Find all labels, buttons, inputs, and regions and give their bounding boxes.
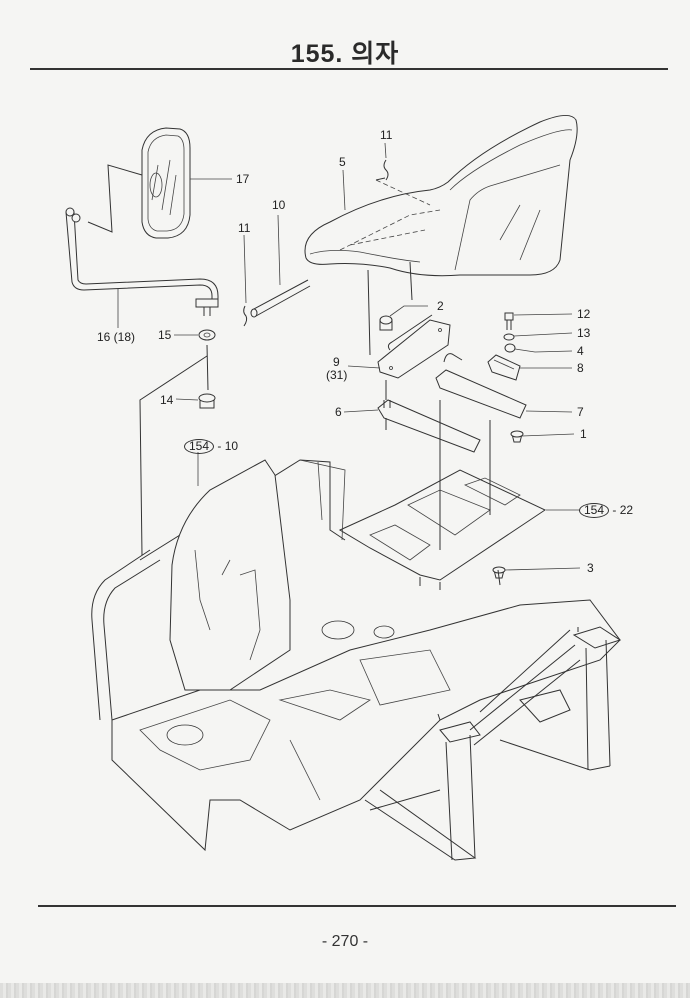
part-3-nut	[492, 566, 506, 579]
header-rule	[30, 68, 668, 70]
scan-edge	[0, 983, 690, 998]
callout-3: 3	[587, 561, 594, 575]
callout-11-top: 11	[380, 128, 393, 142]
part-2-nut	[379, 315, 393, 331]
part-15-washer	[198, 329, 216, 341]
callout-14: 14	[160, 393, 174, 407]
reference-154-22: 154 - 22	[579, 503, 633, 518]
part-16-mirror-stay	[65, 207, 219, 316]
reference-circle: 154	[579, 503, 610, 518]
callout-9: 9	[333, 355, 340, 369]
part-4-collar	[504, 343, 516, 353]
part-5-seat	[304, 115, 578, 277]
callout-17: 17	[236, 172, 250, 186]
part-1-nut	[510, 430, 524, 443]
callout-6: 6	[335, 405, 342, 419]
callout-7: 7	[577, 405, 584, 419]
callout-2: 2	[437, 299, 444, 313]
part-13-washer	[503, 333, 515, 341]
reference-suffix: - 10	[217, 439, 239, 453]
callout-1: 1	[580, 427, 587, 441]
reference-154-10: 154 - 10	[184, 439, 238, 454]
leader-lines	[117, 142, 581, 571]
seat-base-plate	[338, 469, 547, 590]
footer-rule	[38, 905, 676, 907]
part-7-seat-rail	[435, 353, 527, 419]
part-17-mirror	[87, 127, 191, 239]
part-14-nut	[198, 393, 216, 409]
page-number: - 270 -	[321, 933, 369, 950]
callout-16-18: 16 (18)	[97, 330, 136, 344]
part-6-seat-rail	[377, 399, 481, 453]
callout-8: 8	[577, 361, 584, 375]
part-10-pin	[250, 279, 311, 318]
reference-suffix: - 22	[612, 503, 634, 517]
part-11-clip-left	[243, 305, 248, 327]
callout-10: 10	[272, 198, 286, 212]
callout-15: 15	[158, 328, 172, 342]
callout-13: 13	[577, 326, 591, 340]
callout-12: 12	[577, 307, 591, 321]
part-8-lever	[487, 354, 521, 381]
callout-31: (31)	[326, 368, 348, 382]
reference-circle: 154	[184, 439, 215, 454]
part-11-clip-top	[383, 159, 389, 181]
part-9-bracket	[377, 314, 451, 379]
callout-5: 5	[339, 155, 346, 169]
callout-11-left: 11	[238, 221, 251, 235]
part-12-bolt	[504, 312, 514, 330]
callout-4: 4	[577, 344, 584, 358]
page-title: 155. 의자	[290, 40, 400, 68]
main-frame	[91, 459, 622, 861]
